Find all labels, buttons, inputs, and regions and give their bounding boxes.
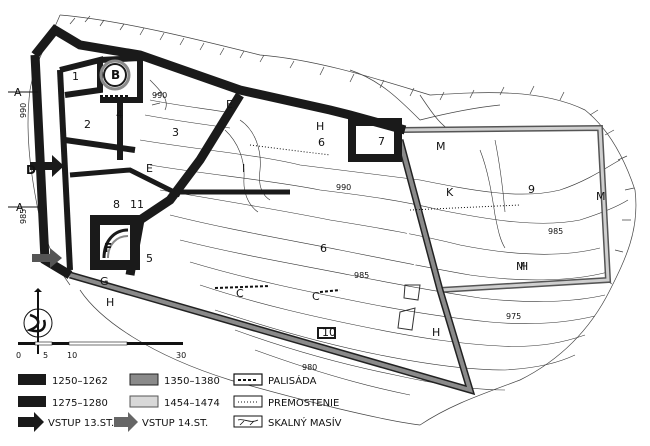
section-labels: A A D B 1 2 3 4 5 6 6 7 8 9 10 11 E E F … <box>14 68 606 339</box>
scale-tick-10: 10 <box>67 351 77 360</box>
scale-tick-0: 0 <box>16 351 21 360</box>
label-h-east: H <box>520 260 528 273</box>
outer-wall-1454 <box>399 124 612 293</box>
elev-990-center: 990 <box>336 183 351 192</box>
legend-label-1275: 1275–1280 <box>52 398 108 409</box>
legend-swatch-rock <box>233 415 263 428</box>
elev-990-west: 990 <box>19 103 28 118</box>
label-8: 8 <box>113 198 120 211</box>
label-e-west: E <box>146 162 153 175</box>
legend-swatch-1250 <box>18 374 46 385</box>
legend-label-1350: 1350–1380 <box>164 376 220 387</box>
label-10: 10 <box>322 326 336 339</box>
north-arrow-icon <box>23 288 53 354</box>
label-k: K <box>446 186 454 199</box>
legend-label-palisade: PALISÁDA <box>268 374 317 387</box>
legend-swatch-1454 <box>129 395 159 408</box>
label-1: 1 <box>72 70 79 83</box>
label-9: 9 <box>528 183 535 196</box>
tower-b <box>99 59 131 91</box>
label-c-west: C <box>236 287 244 300</box>
label-a-south: A <box>16 201 24 214</box>
scale-tick-30: 30 <box>176 351 186 360</box>
legend-swatch-1275 <box>18 396 46 407</box>
legend-label-entrance-13: VSTUP 13.ST. <box>48 418 114 429</box>
label-11: 11 <box>130 198 144 211</box>
label-e-north: E <box>226 98 233 111</box>
legend-swatch-1350 <box>129 373 159 386</box>
elev-975: 975 <box>506 312 521 321</box>
legend-label-entrance-14: VSTUP 14.ST. <box>142 418 208 429</box>
label-2: 2 <box>84 118 91 131</box>
label-m-south: M <box>516 260 526 273</box>
palisade <box>100 95 341 293</box>
label-f: F <box>104 241 112 255</box>
label-c-east: C <box>312 290 320 303</box>
label-a-north: A <box>14 86 22 99</box>
bridge-lines <box>249 144 521 211</box>
label-6-south: 6 <box>320 242 327 255</box>
label-7: 7 <box>378 135 385 148</box>
tower-f <box>90 215 140 270</box>
legend-arrow-grey-icon <box>114 412 138 432</box>
elev-980: 980 <box>302 363 317 372</box>
legend-label-1250: 1250–1262 <box>52 376 108 387</box>
elev-985-west: 985 <box>19 209 28 224</box>
label-h-south: H <box>432 326 440 339</box>
label-b: B <box>111 68 120 82</box>
label-g: G <box>100 275 109 288</box>
entrance-13c-arrow-icon <box>30 155 64 177</box>
legend-label-bridge: PREMOSTENIE <box>268 398 339 409</box>
entrance-arrows <box>8 91 64 268</box>
legend-label-1454: 1454–1474 <box>164 398 220 409</box>
label-m-north: M <box>436 140 446 153</box>
label-h-north: H <box>316 120 324 133</box>
elev-990-north: 990 <box>152 91 167 100</box>
building-10 <box>317 327 336 339</box>
scale-bar: 0 5 10 30 <box>16 341 186 360</box>
label-4: 4 <box>116 108 123 121</box>
entrance-14c-arrow-icon <box>32 248 62 268</box>
elev-985-center: 985 <box>354 271 369 280</box>
label-i: I <box>242 162 245 175</box>
label-d: D <box>26 163 36 177</box>
legend: 1250–1262 1350–1380 PALISÁDA 1275–1280 1… <box>18 373 342 432</box>
label-6-north: 6 <box>318 136 325 149</box>
label-5: 5 <box>146 252 153 265</box>
label-3: 3 <box>172 126 179 139</box>
elev-985-east: 985 <box>548 227 563 236</box>
wall-1350 <box>69 139 476 396</box>
elevation-labels: 990 990 985 985 980 975 990 985 <box>19 91 563 372</box>
legend-arrow-black-icon <box>18 412 44 432</box>
scale-tick-5: 5 <box>43 351 48 360</box>
label-h-west: H <box>106 296 114 309</box>
outcrops <box>397 284 421 331</box>
label-m-east: M <box>596 190 606 203</box>
legend-label-rock: SKALNÝ MASÍV <box>268 416 342 429</box>
